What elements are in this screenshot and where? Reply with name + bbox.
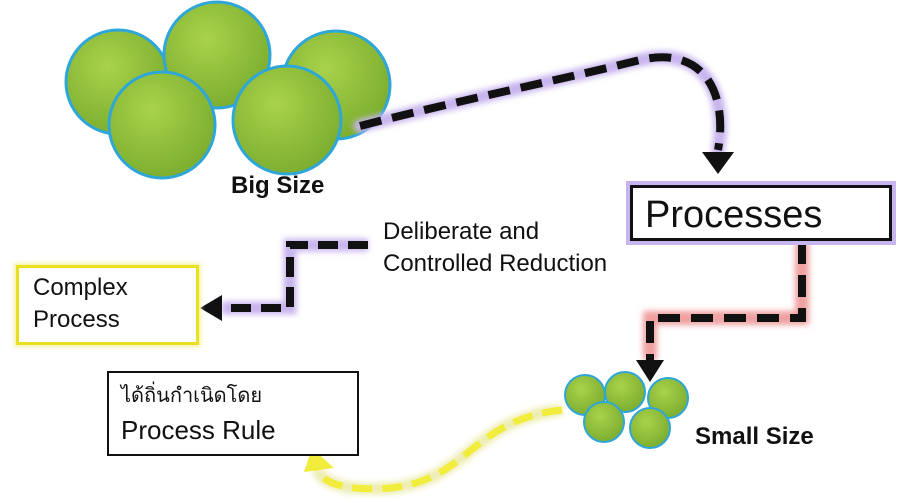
small-circle-4	[583, 401, 625, 443]
complex-label-line1: Complex	[33, 274, 128, 301]
arrow-reduction-to-complex	[200, 238, 368, 321]
processes-box: Processes	[630, 185, 892, 241]
process-rule-box: ได้ถิ่นกำเนิดโดย Process Rule	[107, 371, 359, 456]
complex-process-box: Complex Process	[16, 265, 199, 345]
processes-label: Processes	[645, 194, 823, 236]
reduction-label-line2: Controlled Reduction	[383, 250, 608, 278]
big-circle-5	[231, 64, 343, 176]
complex-label-line2: Process	[33, 306, 120, 333]
rule-label-line1: ได้ถิ่นกำเนิดโดย	[121, 385, 263, 407]
arrow-big-to-processes	[353, 50, 734, 174]
small-size-label: Small Size	[695, 423, 814, 450]
big-circle-4	[107, 70, 217, 180]
small-circle-2	[604, 371, 646, 413]
small-circle-cluster-icon	[564, 371, 689, 449]
big-circle-cluster-icon	[64, 0, 392, 180]
reduction-label-line1: Deliberate and	[383, 218, 540, 246]
big-size-label: Big Size	[231, 172, 325, 199]
small-circle-5	[629, 407, 671, 449]
rule-label-line2: Process Rule	[121, 415, 276, 445]
arrow-processes-to-small	[636, 242, 809, 382]
